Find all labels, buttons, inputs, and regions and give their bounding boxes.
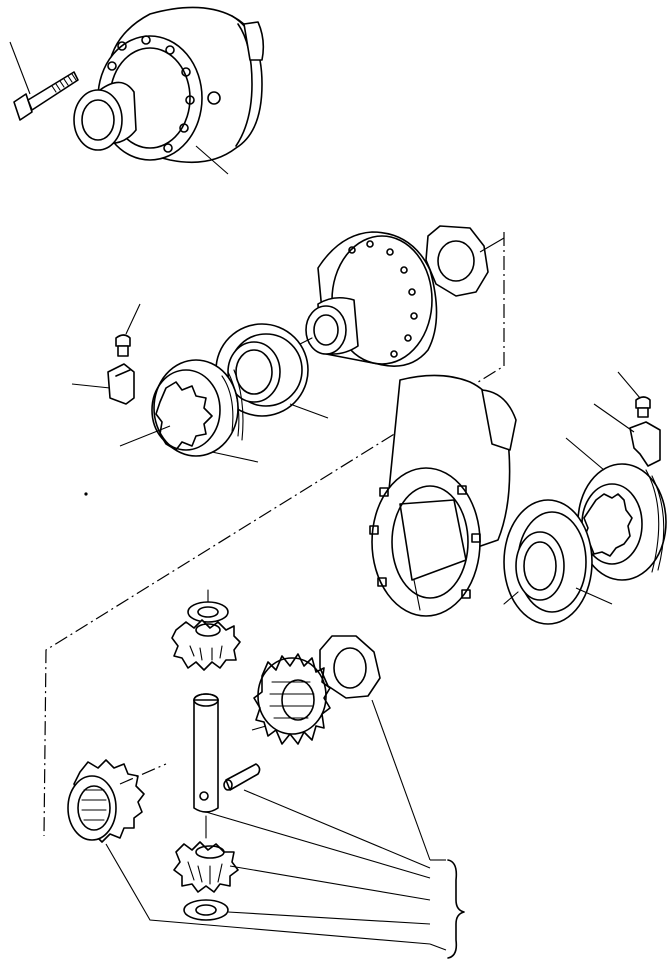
lock-screw-right [617, 371, 651, 418]
assembly-frame-line [43, 232, 505, 837]
leader-line [429, 943, 447, 951]
lock-plate-left [71, 363, 135, 405]
bolt-icon [9, 41, 79, 121]
thrust-shim-upper [425, 225, 505, 297]
pinion-gear-top [171, 619, 241, 671]
roll-pin [223, 763, 431, 869]
thrust-washer-side [319, 635, 431, 861]
pinion-shaft [193, 693, 431, 879]
side-gear-lower [67, 759, 431, 945]
lock-screw-left [115, 303, 141, 357]
case-half-left [369, 374, 517, 617]
adjusting-nut-right [565, 437, 667, 581]
stray-dot [84, 492, 88, 496]
adjusting-nut-left [119, 359, 259, 463]
bearing-right [503, 499, 613, 625]
grouping-brace [447, 859, 465, 959]
differential-case-assembly [73, 6, 265, 175]
case-half-right [295, 231, 438, 367]
side-gear-upper [251, 653, 331, 745]
pinion-gear-bottom [173, 841, 431, 901]
pinion-washer-bottom [183, 899, 431, 925]
lock-plate-right [593, 403, 661, 467]
pinion-washer-top [187, 589, 229, 623]
